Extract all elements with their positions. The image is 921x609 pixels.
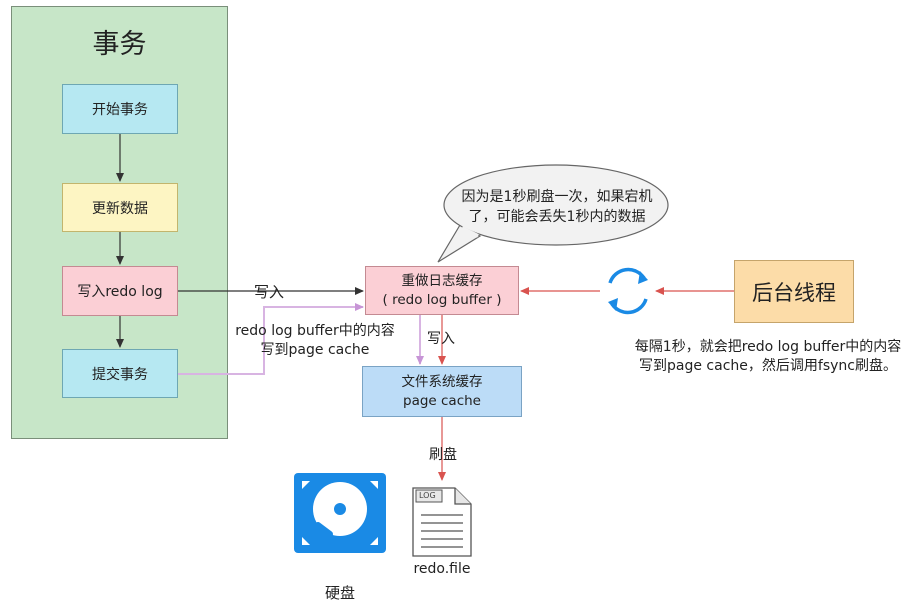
background-desc-line1: 每隔1秒，就会把redo log buffer中的内容 — [634, 339, 902, 355]
page-cache-title: 文件系统缓存 — [401, 373, 483, 390]
page-cache-box: 文件系统缓存 page cache — [362, 366, 522, 417]
commit-label-line1: redo log buffer中的内容 — [235, 323, 395, 339]
step-start-transaction: 开始事务 — [62, 84, 178, 134]
buffer-to-cache-label: 写入 — [427, 331, 455, 347]
redo-log-buffer-box: 重做日志缓存 ( redo log buffer ) — [365, 266, 519, 315]
step-write-redo-log: 写入redo log — [62, 266, 178, 316]
transaction-panel-title: 事务 — [92, 29, 147, 60]
bubble-text-line2: 了，可能会丢失1秒内的数据 — [468, 209, 646, 225]
commit-label-line2: 写到page cache — [260, 342, 370, 358]
speech-bubble — [437, 164, 669, 263]
background-thread-box: 后台线程 — [734, 260, 854, 323]
flush-label: 刷盘 — [429, 447, 457, 463]
log-file-icon — [412, 487, 472, 557]
disk-label: 硬盘 — [324, 584, 355, 602]
step-commit-transaction: 提交事务 — [62, 349, 178, 398]
hard-disk-icon — [294, 473, 386, 553]
redo-buffer-title: 重做日志缓存 — [401, 272, 483, 289]
file-label: redo.file — [413, 561, 471, 577]
redo-buffer-subtitle: ( redo log buffer ) — [382, 291, 502, 308]
arrow-commit-to-buffer — [178, 303, 364, 375]
bubble-text-line1: 因为是1秒刷盘一次，如果宕机 — [461, 189, 653, 205]
file-badge: LOG — [419, 491, 436, 500]
step-update-data: 更新数据 — [62, 183, 178, 232]
page-cache-subtitle: page cache — [403, 392, 481, 409]
write-arrow-label: 写入 — [254, 283, 285, 301]
refresh-icon — [608, 267, 648, 315]
background-desc-line2: 写到page cache，然后调用fsync刷盘。 — [639, 358, 897, 374]
